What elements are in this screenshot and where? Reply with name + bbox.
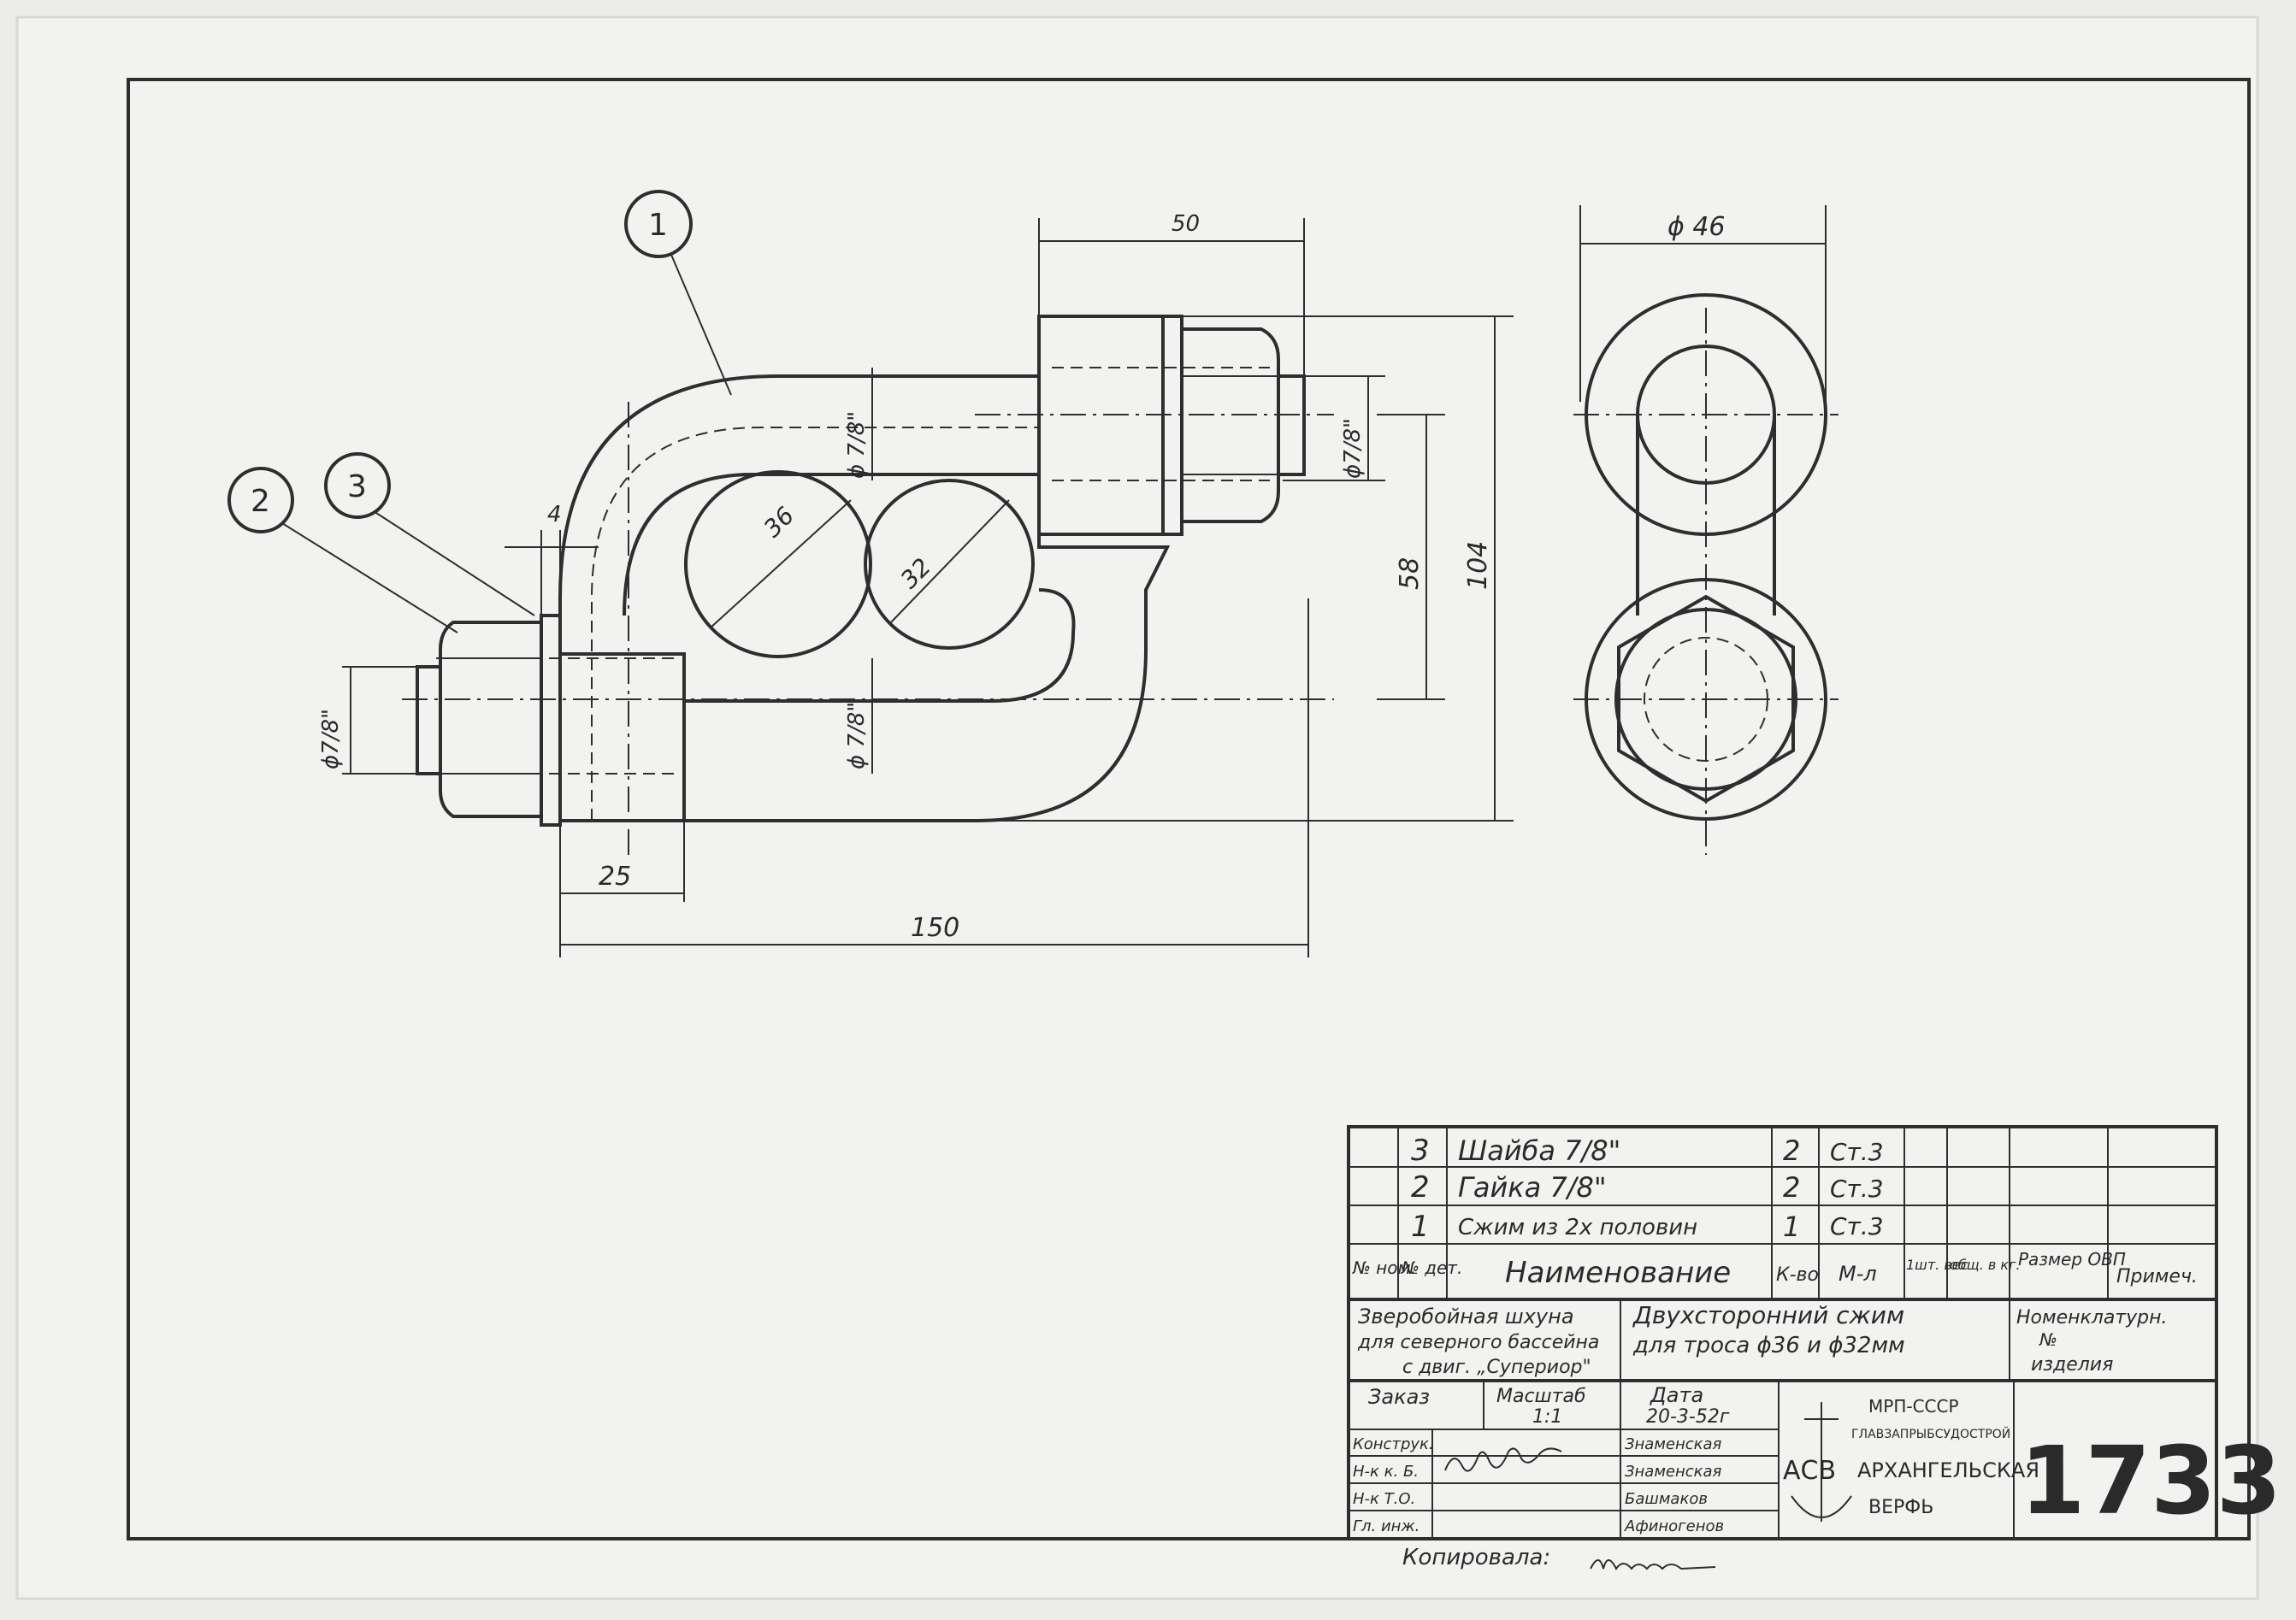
bom-row2-name: Гайка 7/8" [1458, 1171, 1607, 1204]
bom-header-qty: К-во [1776, 1264, 1819, 1286]
shipyard-logo: АСВ [1783, 1402, 1852, 1522]
dim-thread-bottom: ϕ 7/8" [844, 702, 870, 769]
drawing-number: 1733 [2020, 1426, 2281, 1535]
org-line-3: АРХАНГЕЛЬСКАЯ [1857, 1458, 2039, 1482]
order-label: Заказ [1368, 1385, 1430, 1409]
bom-row3-qty: 2 [1783, 1134, 1800, 1167]
bom-row2-qty: 2 [1783, 1171, 1800, 1204]
bom-row3-material: Ст.3 [1830, 1138, 1884, 1166]
drawing-title-line-2: для троса ϕ36 и ϕ32мм [1632, 1333, 1905, 1358]
name-chief-engineer: Афиногенов [1624, 1517, 1724, 1535]
dim-50: 50 [1172, 211, 1200, 237]
drawing-frame [127, 78, 2251, 1540]
dim-104: 104 [1463, 541, 1493, 590]
rope-36-circle [684, 470, 872, 658]
dim-4: 4 [547, 502, 562, 527]
signature [1444, 1447, 1562, 1472]
bom-header-material: М-л [1839, 1262, 1877, 1286]
role-chief-engineer: Гл. инж. [1353, 1517, 1420, 1535]
scale-label: Масштаб [1496, 1386, 1586, 1407]
paper [15, 15, 2259, 1600]
copied-by-label: Копировала: [1402, 1545, 1550, 1570]
bom-row3-pos: 3 [1411, 1134, 1430, 1168]
bill-of-materials: 3 Шайба 7/8" 2 Ст.3 2 Гайка 7/8" 2 Ст.3 … [1347, 1125, 2218, 1301]
role-head-to: Н-к Т.О. [1353, 1490, 1415, 1508]
bom-header-name: Наименование [1505, 1256, 1731, 1290]
drawing-title-line-1: Двухсторонний сжим [1632, 1301, 1904, 1329]
date-label: Дата [1650, 1383, 1703, 1407]
dim-150: 150 [911, 913, 959, 943]
balloons: 1 2 3 [227, 190, 732, 633]
org-line-4: ВЕРФЬ [1868, 1497, 1933, 1518]
bom-header-weight-total: общ. в кг. [1950, 1257, 2021, 1273]
logo-text: АСВ [1783, 1456, 1836, 1486]
org-line-2: ГЛАВЗАПРЫБСУДОСТРОЙ [1851, 1426, 2010, 1441]
org-line-1: МРП-СССР [1868, 1396, 1959, 1417]
project-line-3: с двиг. „Супериор" [1402, 1357, 1591, 1378]
title-block: Зверобойная шхуна для северного бассейна… [1347, 1298, 2281, 1540]
balloon-1: 1 [648, 208, 668, 243]
nomenclature-line-2: № [2039, 1329, 2057, 1350]
name-head-kb: Знаменская [1625, 1463, 1722, 1481]
bom-header-note: Примеч. [2116, 1266, 2198, 1287]
bom-row1-qty: 1 [1783, 1211, 1800, 1243]
copyist-signature [1590, 1559, 1716, 1570]
scale-value: 1:1 [1532, 1406, 1562, 1428]
bom-row1-material: Ст.3 [1830, 1212, 1884, 1240]
name-designer: Знаменская [1625, 1435, 1722, 1453]
nomenclature-line-1: Номенклатурн. [2016, 1307, 2168, 1328]
project-line-2: для северного бассейна [1357, 1332, 1599, 1353]
bom-header-size: Размер ОВП [2018, 1249, 2126, 1269]
balloon-2: 2 [251, 484, 270, 519]
bom-header-no-nom: № ном. [1352, 1258, 1416, 1278]
project-line-1: Зверобойная шхуна [1358, 1305, 1574, 1328]
dim-25: 25 [599, 862, 631, 892]
bom-row3-name: Шайба 7/8" [1458, 1134, 1620, 1167]
front-view [402, 315, 1334, 855]
bom-header-no-det: № дет. [1401, 1258, 1462, 1278]
dim-phi46: ϕ 46 [1667, 212, 1726, 242]
dim-thread-top: ϕ 7/8" [844, 411, 870, 479]
bom-row1-pos: 1 [1411, 1210, 1430, 1244]
dim-thread-nut: ϕ7/8" [1340, 418, 1366, 479]
bom-header-weight-one: 1шт. вес [1906, 1257, 1968, 1273]
bom-row2-pos: 2 [1411, 1170, 1430, 1205]
bom-row2-material: Ст.3 [1830, 1175, 1884, 1203]
side-view [1573, 293, 1839, 855]
bom-row1-name: Сжим из 2х половин [1458, 1215, 1697, 1240]
name-head-to: Башмаков [1625, 1490, 1708, 1508]
date-value: 20-3-52г [1646, 1406, 1730, 1428]
rope-32-circle [864, 479, 1035, 650]
dim-58: 58 [1395, 557, 1425, 590]
dim-thread-left: ϕ7/8" [318, 709, 344, 769]
balloon-3: 3 [347, 469, 367, 504]
role-head-kb: Н-к к. Б. [1353, 1463, 1419, 1481]
role-designer: Конструк. [1353, 1435, 1434, 1453]
nomenclature-line-3: изделия [2031, 1354, 2113, 1376]
